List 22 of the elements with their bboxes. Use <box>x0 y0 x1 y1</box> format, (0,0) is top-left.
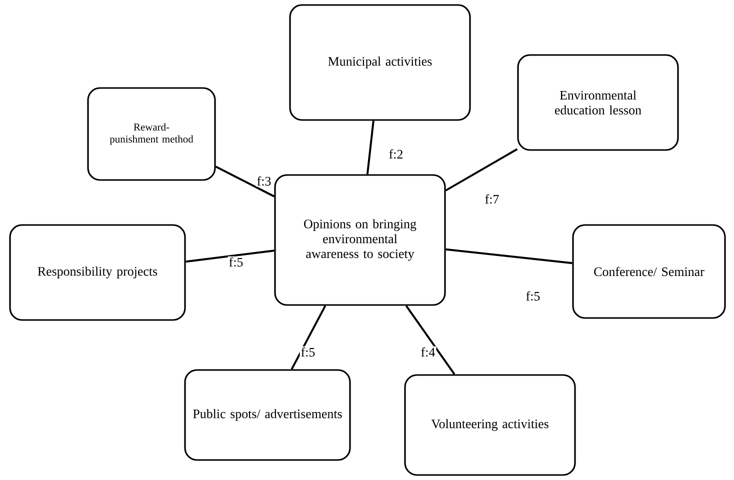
text-box: Environmental education lesson <box>517 54 679 151</box>
text-box: Reward- punishment method <box>87 87 216 181</box>
edge-label: f:5 <box>300 346 316 358</box>
edge-label: f:7 <box>484 193 500 205</box>
text-box: Public spots/ advertisements <box>184 369 351 461</box>
edge-label: f:4 <box>420 346 436 358</box>
text-box: Responsibility projects <box>9 224 186 321</box>
text-box: Municipal activities <box>289 4 471 121</box>
connector-line <box>186 250 274 263</box>
connector-line <box>446 248 572 264</box>
edge-label: f:3 <box>256 175 272 187</box>
connector-line <box>290 305 326 370</box>
text-box: Conference/ Seminar <box>572 224 726 319</box>
edge-label: f:5 <box>524 290 542 302</box>
text-box: Opinions on bringing environmental awareness to society <box>274 174 446 306</box>
connector-line <box>366 120 374 174</box>
connector-line <box>445 148 518 192</box>
connector-line <box>405 305 456 375</box>
edge-label: f:5 <box>228 256 244 268</box>
text-box: Volunteering activities <box>404 374 576 476</box>
edge-label: f:2 <box>388 148 404 160</box>
connector-line <box>215 166 275 198</box>
